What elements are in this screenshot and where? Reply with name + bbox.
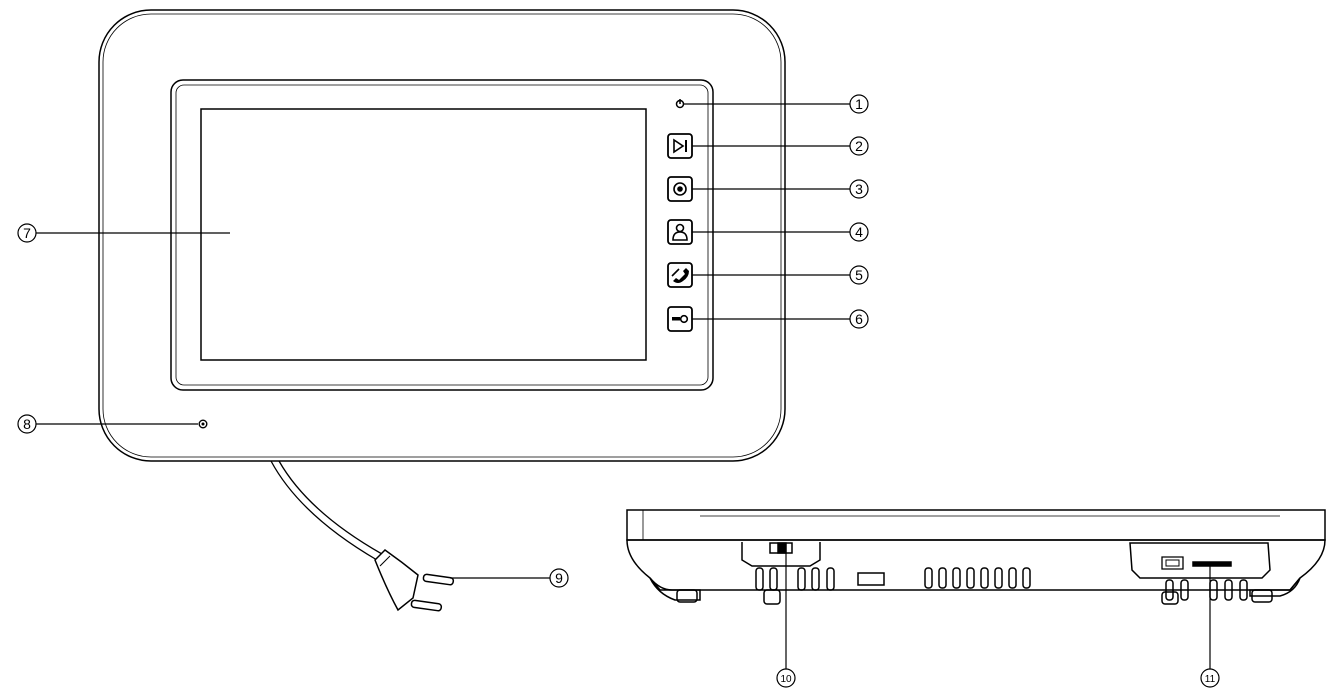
callout-9: 9 (549, 568, 569, 588)
monitor-button-6[interactable] (667, 306, 693, 332)
callout-4: 4 (849, 222, 869, 242)
callout-5-label: 5 (855, 267, 863, 283)
callout-2: 2 (849, 136, 869, 156)
monitor-button-4[interactable] (667, 219, 693, 245)
screen-bezel (170, 79, 714, 391)
monitor-button-2[interactable] (667, 133, 693, 159)
power-led-icon (675, 99, 685, 109)
callout-3-label: 3 (855, 181, 863, 197)
bottom-top-plate (626, 509, 1326, 541)
unlock-key-icon (672, 314, 689, 324)
callout-3: 3 (849, 179, 869, 199)
callout-9-label: 9 (555, 570, 563, 586)
right-connector-recess (1129, 542, 1271, 579)
callout-7: 7 (17, 223, 37, 243)
callout-6-label: 6 (855, 311, 863, 327)
monitor-outer-frame (98, 9, 786, 462)
callout-11: 11 (1200, 668, 1220, 688)
sd-card-slot (1192, 561, 1232, 567)
record-icon (673, 182, 687, 196)
monitor-button-5[interactable] (667, 262, 693, 288)
callout-leader-lines (36, 103, 1211, 669)
monitor-outer-frame-inner-edge (102, 13, 782, 458)
power-plug-icon (374, 549, 455, 612)
callout-10-label: 10 (780, 674, 792, 685)
monitor-front-view (98, 9, 786, 462)
callout-8-label: 8 (23, 416, 31, 432)
callout-4-label: 4 (855, 224, 863, 240)
screen-bezel-inner-edge (175, 84, 709, 386)
microphone-icon (198, 419, 208, 429)
intercom-person-icon (672, 223, 688, 241)
right-foot (1249, 577, 1301, 597)
callout-1-label: 1 (855, 96, 863, 112)
monitor-bottom-view (626, 509, 1326, 605)
callout-2-label: 2 (855, 138, 863, 154)
left-foot (649, 577, 701, 601)
callout-8: 8 (17, 414, 37, 434)
power-cable (270, 460, 383, 561)
callout-11-label: 11 (1205, 674, 1216, 685)
callout-10: 10 (776, 668, 796, 688)
callout-5: 5 (849, 265, 869, 285)
monitor-button-3[interactable] (667, 176, 693, 202)
handset-icon (671, 268, 689, 283)
display-screen (200, 108, 647, 361)
left-connector-recess (741, 542, 821, 567)
play-pause-icon (673, 138, 687, 154)
callout-1: 1 (849, 94, 869, 114)
callout-7-label: 7 (23, 225, 31, 241)
callout-6: 6 (849, 309, 869, 329)
